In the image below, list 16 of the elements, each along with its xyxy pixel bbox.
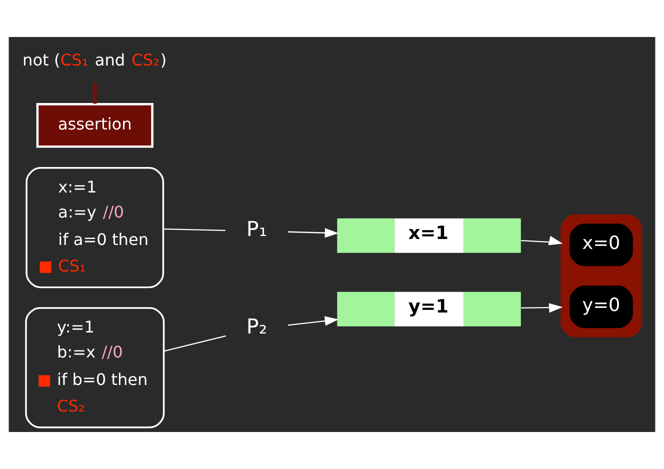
- node-box: x:=1 a:=y //0 if a=0 then CS₁: [26, 167, 164, 288]
- arrow: [288, 228, 339, 238]
- connector: [93, 83, 97, 104]
- node-box: y:=1 b:=x //0 if b=0 then CS₂: [25, 307, 165, 428]
- node-text: P₁: [246, 217, 268, 242]
- cluster: [560, 214, 642, 338]
- node-text: not (CS₁ and CS₂): [22, 50, 167, 70]
- node-box: x=0: [570, 224, 633, 266]
- node-box: y=0: [570, 286, 633, 328]
- arrow: [521, 236, 563, 246]
- node-box: assertion: [36, 103, 154, 148]
- connector: [163, 228, 226, 231]
- arrow: [521, 303, 563, 313]
- node-text: P₂: [246, 314, 268, 339]
- arrow: [288, 316, 339, 326]
- connector: [164, 335, 226, 352]
